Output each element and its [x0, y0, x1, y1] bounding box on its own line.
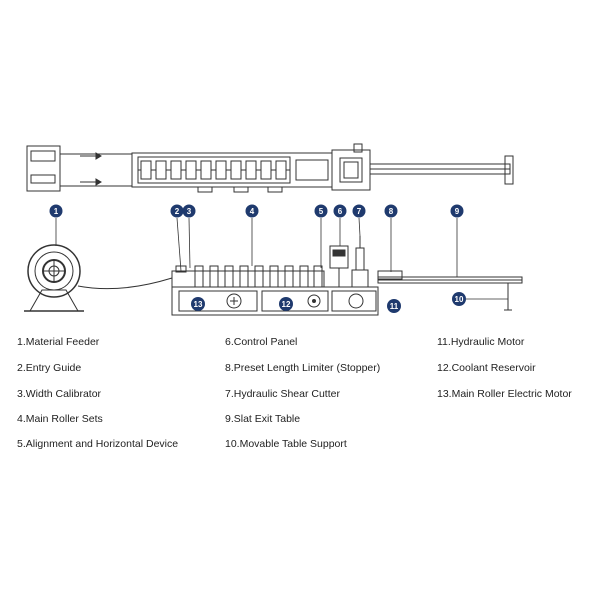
legend-item-4: 4.Main Roller Sets [17, 413, 103, 425]
shear-and-control [329, 236, 403, 288]
legend-item-12: 12.Coolant Reservoir [437, 362, 536, 374]
svg-text:7: 7 [357, 207, 362, 216]
svg-text:10: 10 [455, 295, 464, 304]
callout-11: 11 [387, 299, 401, 313]
svg-text:13: 13 [194, 300, 203, 309]
callout-8: 8 [384, 204, 398, 218]
svg-text:4: 4 [250, 207, 255, 216]
svg-text:5: 5 [319, 207, 324, 216]
svg-text:3: 3 [187, 207, 192, 216]
svg-text:11: 11 [390, 302, 399, 311]
svg-text:12: 12 [282, 300, 291, 309]
legend-item-3: 3.Width Calibrator [17, 388, 102, 400]
callout-1: 1 [49, 204, 63, 218]
legend-item-13: 13.Main Roller Electric Motor [437, 388, 572, 400]
legend-item-8: 8.Preset Length Limiter (Stopper) [225, 362, 381, 374]
svg-text:2: 2 [175, 207, 180, 216]
svg-text:1: 1 [54, 207, 59, 216]
roller-sets [171, 265, 325, 288]
callout-12: 12 [279, 297, 293, 311]
callout-5: 5 [314, 204, 328, 218]
exit-table [377, 276, 523, 311]
legend-item-9: 9.Slat Exit Table [225, 413, 301, 425]
legend-item-10: 10.Movable Table Support [225, 438, 347, 450]
legend-item-1: 1.Material Feeder [17, 336, 100, 348]
legend-item-11: 11.Hydraulic Motor [437, 336, 525, 348]
svg-text:9: 9 [455, 207, 460, 216]
top-view-roller-stations [140, 160, 287, 180]
callout-2: 2 [170, 204, 184, 218]
callout-9: 9 [450, 204, 464, 218]
callout-3: 3 [182, 204, 196, 218]
legend-item-2: 2.Entry Guide [17, 362, 82, 374]
callout-4: 4 [245, 204, 259, 218]
legend-item-6: 6.Control Panel [225, 336, 298, 348]
callout-6: 6 [333, 204, 347, 218]
legend-item-5: 5.Alignment and Horizontal Device [17, 438, 179, 450]
material-feeder [24, 244, 173, 312]
leader-lines [55, 217, 508, 300]
legend-item-7: 7.Hydraulic Shear Cutter [225, 388, 340, 400]
callout-13: 13 [191, 297, 205, 311]
svg-text:8: 8 [389, 207, 394, 216]
callout-7: 7 [352, 204, 366, 218]
top-view-right [197, 143, 514, 193]
svg-text:6: 6 [338, 207, 343, 216]
callout-10: 10 [452, 292, 466, 306]
